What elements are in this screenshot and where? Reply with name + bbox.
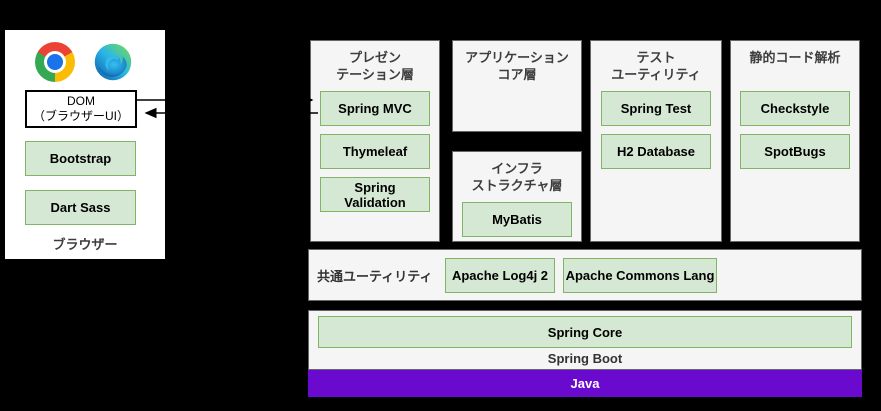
component-apache-log4j2-label: Apache Log4j 2	[451, 267, 549, 283]
edge-icon	[94, 43, 132, 81]
component-spring-validation: Spring Validation	[320, 177, 430, 212]
component-bootstrap-label: Bootstrap	[49, 151, 112, 166]
common-utilities-label: 共通ユーティリティ	[317, 268, 433, 284]
component-spring-test: Spring Test	[601, 91, 711, 126]
component-apache-log4j2: Apache Log4j 2	[445, 257, 555, 293]
static-analysis-box: 静的コード解析 Checkstyle SpotBugs	[730, 40, 860, 242]
infrastructure-title-line2: ストラクチャ層	[471, 178, 563, 193]
spring-boot-label: Spring Boot	[547, 351, 623, 366]
presentation-layer-title: プレゼン テーション層	[311, 41, 439, 91]
static-analysis-title: 静的コード解析	[731, 41, 859, 91]
component-spring-mvc-label: Spring MVC	[338, 101, 412, 116]
component-mybatis: MyBatis	[462, 202, 572, 237]
component-apache-commons-lang: Apache Commons Lang	[563, 257, 717, 293]
component-apache-commons-lang-label: Apache Commons Lang	[565, 267, 715, 283]
component-checkstyle-label: Checkstyle	[760, 101, 830, 116]
component-mybatis-label: MyBatis	[492, 212, 542, 227]
application-core-layer-box: アプリケーション コア層	[452, 40, 582, 132]
presentation-layer-box: プレゼン テーション層 Spring MVC Thymeleaf Spring …	[310, 40, 440, 242]
browser-icons-row	[5, 30, 165, 86]
presentation-title-line1: プレゼン	[348, 50, 401, 65]
dom-label-line1: DOM	[67, 94, 95, 108]
component-thymeleaf: Thymeleaf	[320, 134, 430, 169]
spring-boot-box: Spring Core Spring Boot	[308, 310, 862, 370]
test-utilities-title-line2: ユーティリティ	[611, 67, 701, 82]
browser-panel-caption: ブラウザー	[52, 237, 118, 252]
infrastructure-layer-title: インフラ ストラクチャ層	[453, 152, 581, 202]
component-h2-database-label: H2 Database	[616, 144, 696, 159]
common-utilities-box: 共通ユーティリティ Apache Log4j 2 Apache Commons …	[308, 249, 862, 301]
chrome-icon	[35, 42, 75, 82]
test-utilities-title: テスト ユーティリティ	[591, 41, 721, 91]
component-spring-test-label: Spring Test	[620, 101, 692, 116]
component-dart-sass: Dart Sass	[25, 190, 136, 225]
application-core-title-line1: アプリケーション	[465, 50, 569, 65]
component-spotbugs: SpotBugs	[740, 134, 850, 169]
component-spotbugs-label: SpotBugs	[764, 144, 826, 159]
dom-label-line2: （ブラウザーUI）	[32, 109, 129, 123]
application-core-layer-title: アプリケーション コア層	[453, 41, 581, 91]
component-checkstyle: Checkstyle	[740, 91, 850, 126]
component-spring-core-label: Spring Core	[547, 324, 623, 340]
java-bar: Java	[308, 370, 862, 397]
test-utilities-box: テスト ユーティリティ Spring Test H2 Database	[590, 40, 722, 242]
component-spring-validation-label: Spring Validation	[344, 179, 406, 210]
static-analysis-title-line1: 静的コード解析	[749, 50, 841, 65]
infrastructure-layer-box: インフラ ストラクチャ層 MyBatis	[452, 151, 582, 242]
component-bootstrap: Bootstrap	[25, 141, 136, 176]
component-dart-sass-label: Dart Sass	[50, 200, 111, 215]
java-bar-label: Java	[570, 376, 600, 391]
application-core-title-line2: コア層	[497, 67, 537, 82]
component-thymeleaf-label: Thymeleaf	[342, 144, 408, 159]
presentation-title-line2: テーション層	[336, 67, 414, 82]
infrastructure-title-line1: インフラ	[491, 161, 543, 176]
component-spring-core: Spring Core	[318, 316, 852, 348]
dom-box: DOM （ブラウザーUI）	[25, 90, 137, 128]
component-spring-mvc: Spring MVC	[320, 91, 430, 126]
component-h2-database: H2 Database	[601, 134, 711, 169]
browser-panel: DOM （ブラウザーUI） Bootstrap Dart Sass ブラウザー	[5, 30, 165, 259]
test-utilities-title-line1: テスト	[636, 50, 676, 65]
